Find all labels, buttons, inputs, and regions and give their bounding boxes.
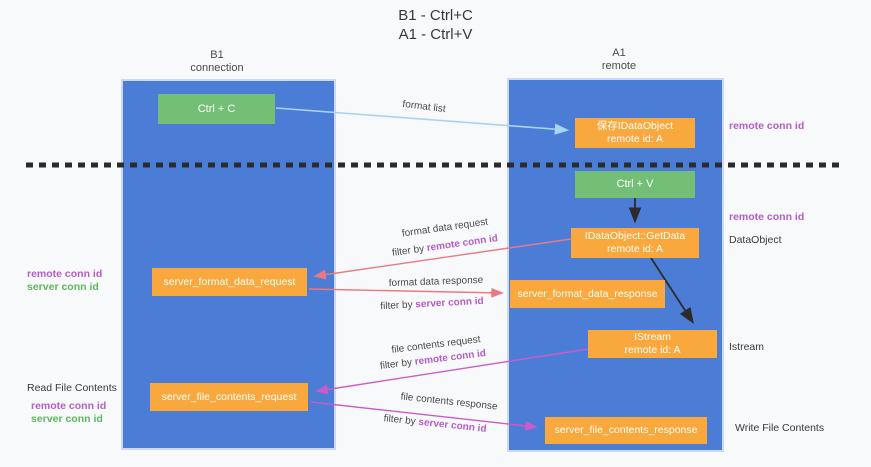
format-data-response-label: format data response bbox=[388, 274, 484, 290]
server-format-data-response-label: server_format_data_response bbox=[517, 287, 658, 300]
istream-line2: remote id: A bbox=[624, 344, 681, 356]
ctrl-c-box: Ctrl + C bbox=[158, 94, 275, 124]
istream-line1: IStream bbox=[634, 331, 671, 343]
write-file-contents-note: Write File Contents bbox=[735, 422, 825, 434]
diagram-title: B1 - Ctrl+C A1 - Ctrl+V bbox=[0, 6, 871, 44]
right-remote-conn-id-mid: remote conn id bbox=[729, 211, 805, 223]
read-file-contents-note: Read File Contents bbox=[27, 382, 117, 394]
arrow-format-data-response bbox=[308, 287, 504, 298]
ctrl-c-label: Ctrl + C bbox=[197, 102, 236, 115]
filter-by-text: filter by bbox=[379, 356, 416, 372]
idataobject-getdata-box: IDataObject::GetData remote id: A bbox=[571, 228, 699, 258]
server-format-data-request-label: server_format_data_request bbox=[163, 275, 296, 288]
getdata-line2: remote id: A bbox=[606, 243, 664, 255]
istream-box: IStream remote id: A bbox=[588, 330, 717, 358]
save-dataobject-line2: remote id: A bbox=[606, 133, 664, 145]
save-dataobject-box: 保存IDataObject remote id: A bbox=[575, 118, 695, 148]
file-contents-response-label: file contents response bbox=[400, 391, 498, 413]
format-list-label: format list bbox=[401, 98, 447, 116]
dataobject-note: DataObject bbox=[729, 234, 782, 246]
ctrl-v-label: Ctrl + V bbox=[616, 178, 654, 190]
filter-by-text: filter by bbox=[391, 243, 428, 259]
lane-a1-subtitle: remote bbox=[601, 60, 637, 72]
file-contents-response-filter-label: filter by server conn id bbox=[383, 413, 487, 435]
lane-b1-title: B1 bbox=[210, 49, 224, 61]
server-conn-id-key: server conn id bbox=[415, 295, 484, 311]
format-data-response-filter-label: filter by server conn id bbox=[380, 296, 484, 312]
left-remote-conn-id-2: remote conn id bbox=[31, 400, 107, 412]
left-server-conn-id-2: server conn id bbox=[31, 413, 103, 425]
right-remote-conn-id-top: remote conn id bbox=[729, 120, 805, 132]
remote-conn-id-key: remote conn id bbox=[426, 233, 499, 254]
lane-b1-subtitle: connection bbox=[190, 62, 244, 74]
lane-a1-title: A1 bbox=[612, 47, 626, 59]
server-format-data-request-box: server_format_data_request bbox=[152, 268, 307, 296]
server-file-contents-request-label: server_file_contents_request bbox=[161, 390, 297, 403]
server-format-data-response-box: server_format_data_response bbox=[510, 280, 665, 308]
filter-by-text: filter by bbox=[383, 413, 419, 428]
lane-header-a1: A1 remote bbox=[559, 47, 679, 73]
server-file-contents-request-box: server_file_contents_request bbox=[150, 383, 308, 411]
title-line-2: A1 - Ctrl+V bbox=[398, 26, 473, 43]
getdata-line1: IDataObject::GetData bbox=[584, 230, 686, 242]
filter-by-text: filter by bbox=[380, 299, 416, 313]
save-dataobject-line1: 保存IDataObject bbox=[596, 120, 674, 132]
title-line-1: B1 - Ctrl+C bbox=[398, 7, 473, 24]
left-remote-conn-id-1: remote conn id bbox=[27, 268, 103, 280]
server-file-contents-response-box: server_file_contents_response bbox=[545, 417, 707, 444]
lane-header-b1: B1 connection bbox=[157, 49, 277, 75]
left-server-conn-id-1: server conn id bbox=[27, 281, 99, 293]
server-conn-id-key: server conn id bbox=[417, 416, 487, 435]
server-file-contents-response-label: server_file_contents_response bbox=[554, 424, 698, 436]
ctrl-v-box: Ctrl + V bbox=[575, 171, 695, 198]
istream-note: Istream bbox=[729, 341, 765, 353]
